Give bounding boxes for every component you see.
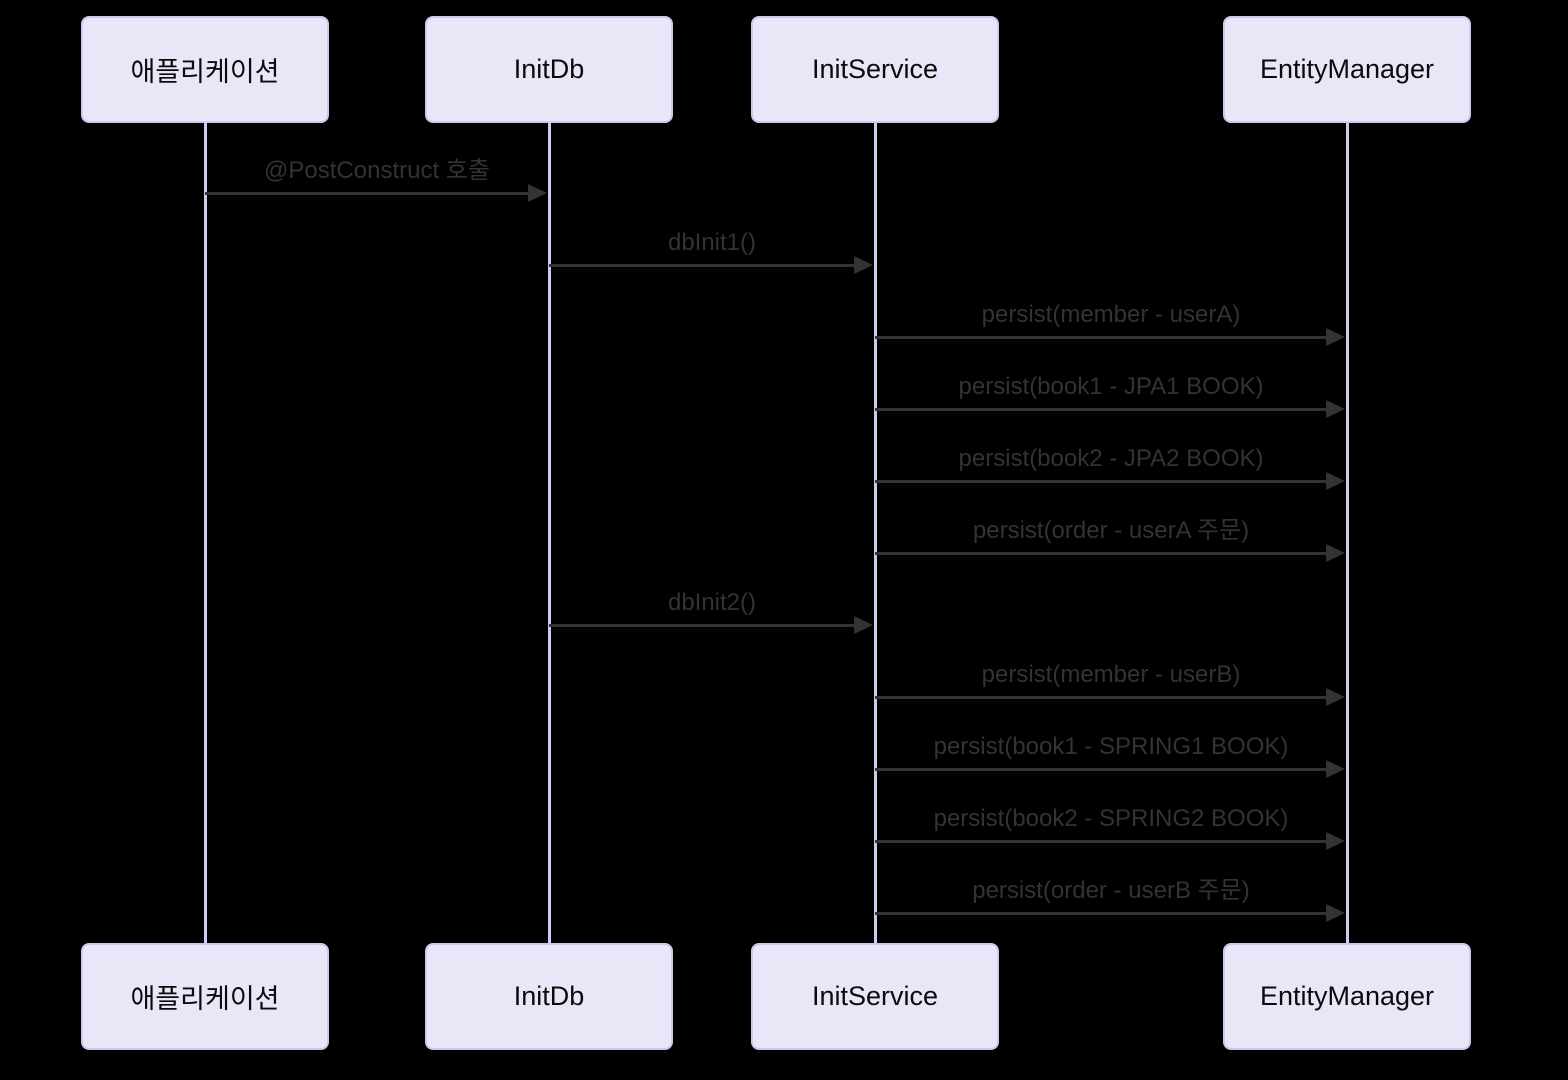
participant-top-app: 애플리케이션 <box>81 16 329 123</box>
arrowhead-icon <box>1326 400 1345 418</box>
lifeline-app <box>204 123 207 943</box>
arrowhead-icon <box>1326 760 1345 778</box>
participant-label: InitDb <box>513 981 585 1011</box>
participant-label: EntityManager <box>1259 981 1435 1011</box>
arrowhead-icon <box>1326 544 1345 562</box>
arrowhead-icon <box>1326 904 1345 922</box>
participant-bottom-entitymanager: EntityManager <box>1223 943 1471 1050</box>
message-arrow-line <box>875 336 1332 339</box>
participant-bottom-initdb: InitDb <box>425 943 673 1050</box>
participant-top-initdb: InitDb <box>425 16 673 123</box>
participant-label: 애플리케이션 <box>130 57 280 87</box>
participant-bottom-app: 애플리케이션 <box>81 943 329 1050</box>
arrowhead-icon <box>1326 688 1345 706</box>
message-arrow-line <box>875 480 1332 483</box>
lifeline-entitymanager <box>1346 123 1349 943</box>
message-arrow-line <box>875 912 1332 915</box>
arrowhead-icon <box>854 616 873 634</box>
message-arrow-line <box>549 264 860 267</box>
participant-label: 애플리케이션 <box>130 984 280 1014</box>
participant-top-initservice: InitService <box>751 16 999 123</box>
message-label: persist(member - userA) <box>981 301 1241 328</box>
message-arrow-line <box>549 624 860 627</box>
arrowhead-icon <box>1326 328 1345 346</box>
message-arrow-line <box>875 768 1332 771</box>
message-label: persist(order - userB 주문) <box>972 877 1250 904</box>
message-arrow-line <box>875 408 1332 411</box>
message-label: persist(order - userA 주문) <box>972 517 1250 544</box>
message-label: persist(book1 - JPA1 BOOK) <box>958 373 1264 400</box>
message-label: dbInit2() <box>667 589 757 616</box>
message-label: persist(member - userB) <box>981 661 1241 688</box>
message-label: persist(book2 - JPA2 BOOK) <box>958 445 1264 472</box>
message-arrow-line <box>875 552 1332 555</box>
arrowhead-icon <box>1326 832 1345 850</box>
message-label: persist(book1 - SPRING1 BOOK) <box>933 733 1289 760</box>
arrowhead-icon <box>1326 472 1345 490</box>
message-arrow-line <box>205 192 534 195</box>
participant-label: InitService <box>811 54 939 84</box>
arrowhead-icon <box>854 256 873 274</box>
participant-label: EntityManager <box>1259 54 1435 84</box>
message-arrow-line <box>875 696 1332 699</box>
lifeline-initservice <box>874 123 877 943</box>
arrowhead-icon <box>528 184 547 202</box>
message-label: persist(book2 - SPRING2 BOOK) <box>933 805 1289 832</box>
message-label: dbInit1() <box>667 229 757 256</box>
participant-label: InitDb <box>513 54 585 84</box>
lifeline-initdb <box>548 123 551 943</box>
participant-top-entitymanager: EntityManager <box>1223 16 1471 123</box>
participant-bottom-initservice: InitService <box>751 943 999 1050</box>
message-label: @PostConstruct 호출 <box>264 157 490 184</box>
participant-label: InitService <box>811 981 939 1011</box>
message-arrow-line <box>875 840 1332 843</box>
